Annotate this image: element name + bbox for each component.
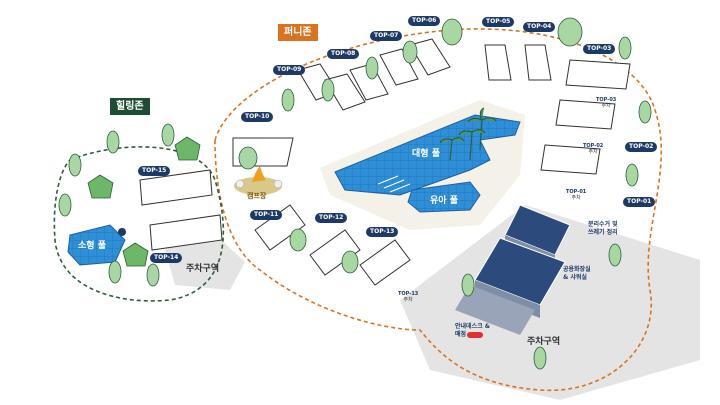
trees (58, 17, 652, 370)
small-pool-drain (118, 228, 126, 236)
parking-right-label: 주차구역 (527, 337, 561, 347)
site-tag-top15[interactable]: TOP-15 (138, 166, 171, 176)
site-tag-top13[interactable]: TOP-13 (366, 227, 399, 237)
site-tag-top01[interactable]: TOP-01 (623, 197, 656, 207)
kids-pool-label: 유아 풀 (430, 196, 458, 206)
healing-zone-label: 힐링존 (110, 98, 150, 115)
kids-pool (407, 181, 481, 213)
site-tag-top07[interactable]: TOP-07 (370, 31, 403, 41)
site-tag-top10[interactable]: TOP-10 (241, 112, 274, 122)
site-tag-top08[interactable]: TOP-08 (327, 49, 360, 59)
small-pool-label: 소형 풀 (78, 241, 106, 251)
site-tag-top06[interactable]: TOP-06 (408, 16, 441, 26)
pool-steps (377, 175, 411, 193)
large-pool (334, 114, 521, 196)
family-zone-label: 퍼니존 (278, 24, 318, 41)
parking-area-right (400, 205, 700, 400)
tents (139, 38, 631, 286)
washroom-label: 공용화장실& 샤워실 (563, 266, 591, 281)
campfire-label: 캠프장 (247, 192, 267, 200)
site-tag-top14[interactable]: TOP-14 (150, 253, 183, 263)
site-tag-top03[interactable]: TOP-03 (583, 44, 616, 54)
site-tag-top09[interactable]: TOP-09 (273, 65, 306, 75)
site-tag-top05[interactable]: TOP-05 (482, 17, 515, 27)
site-tag-top12[interactable]: TOP-12 (315, 213, 348, 223)
info-desk-building (455, 285, 535, 335)
campfire-icon (234, 166, 283, 195)
palm-trees (439, 107, 497, 161)
site-tag-top04[interactable]: TOP-04 (523, 22, 556, 32)
site-tag-top11[interactable]: TOP-11 (250, 210, 283, 220)
site-tag-top02[interactable]: TOP-02 (625, 142, 658, 152)
info-desk-label: 안내데스크 &매점 (455, 323, 490, 338)
parking-left-label: 주차구역 (186, 264, 220, 274)
large-pool-label: 대형 풀 (412, 149, 440, 159)
family-zone-boundary (214, 28, 663, 392)
